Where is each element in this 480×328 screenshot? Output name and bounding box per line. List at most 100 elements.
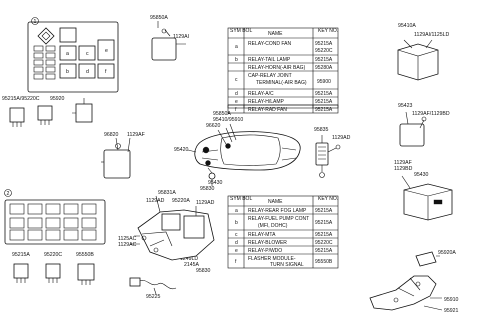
row-horn-name: RELAY-HORN(-AIR BAG) (248, 65, 306, 71)
slot-f (97, 63, 115, 79)
tb-row-f-name1: FLASHER MODULE- (248, 256, 296, 262)
label-95831A: 95831A (158, 190, 176, 196)
label-95921: 95921 (444, 308, 459, 314)
slot-b (59, 63, 77, 79)
sensor-95430 (207, 167, 216, 186)
tb-row-f-key: 95550B (315, 259, 333, 265)
label-1129AI-1125LD: 1129AI/1125LD (414, 32, 450, 38)
tb-row-a-name: RELAY-REAR FOG LAMP (248, 208, 307, 214)
th-key: KEY NO. (318, 28, 338, 34)
slot-letter-c: c (86, 51, 89, 57)
tb-row-c-sym: c (235, 232, 238, 238)
label-95225: 95225 (146, 294, 161, 300)
tb-row-b-sym: b (235, 220, 238, 226)
label-95910: 95910 (444, 297, 459, 303)
row-f-sym: f (235, 107, 237, 113)
slot-c (78, 45, 96, 61)
slot-a (59, 45, 77, 61)
ref-circle-2-label: 2 (7, 191, 10, 197)
label-95220C-b: 95220C (44, 252, 62, 258)
label-1129AF-1129BD: 1129AF/1129BD (412, 111, 450, 117)
tb-row-f-name2: TURN SIGNAL (270, 262, 304, 268)
label-1129AD-b: 1129AD (196, 200, 215, 206)
parts-table-top: SYM BOL NAME KEY NO. a RELAY-COND FAN 95… (227, 27, 339, 114)
tb-th-key: KEY NO. (318, 196, 338, 202)
relay-cube-right (72, 98, 93, 123)
relay-cube-left (9, 107, 25, 127)
label-1129BD: 1129BD (394, 166, 413, 172)
slot-letter-b: b (66, 69, 69, 75)
tb-row-d-sym: d (235, 240, 238, 246)
ref-circle-1-label: 1 (34, 19, 37, 25)
tb-row-b-name2: (MFI, DOHC) (258, 223, 288, 229)
label-95430: 95430 (208, 180, 223, 186)
label-1129AF-right: 1129AF (394, 160, 412, 166)
slot-letter-e: e (105, 48, 108, 54)
label-95550B-b: 95550B (76, 252, 94, 258)
label-1249LD: 1249LD (180, 256, 198, 262)
slot-c2 (97, 39, 115, 61)
tb-row-b-name1: RELAY-FUEL PUMP CONT (248, 216, 309, 222)
label-95423: 95423 (398, 103, 413, 109)
label-95850A: 95850A (150, 15, 168, 21)
tb-row-c-name: RELAY-MTA (248, 232, 276, 238)
slot-letter-d: d (86, 69, 89, 75)
tb-row-e-key: 95215A (315, 248, 333, 254)
label-1129AF: 1129AF (127, 132, 145, 138)
label-2145A: 2145A (184, 262, 200, 268)
row-c-key: 95900 (317, 79, 331, 85)
label-95420: 95420 (174, 147, 189, 153)
row-a-key1: 95215A (315, 41, 333, 47)
row-f-key: 95215A (315, 107, 333, 113)
row-a-name: RELAY-COND FAN (248, 41, 291, 47)
ref-circle-2 (4, 189, 12, 197)
relay-cube-mid (37, 105, 53, 125)
row-horn-key: 95280A (315, 65, 333, 71)
tb-row-c-key: 95215A (315, 232, 333, 238)
tb-th-name: NAME (268, 199, 283, 205)
row-d-key: 95215A (315, 91, 333, 97)
tb-row-a-sym: a (235, 208, 238, 214)
label-95835: 95835 (314, 127, 329, 133)
unit-95835 (315, 135, 341, 178)
tb-row-f-sym: f (235, 259, 237, 265)
car-body-outline (194, 123, 301, 171)
relay-cube-b1 (13, 263, 29, 283)
row-e-sym: e (235, 99, 238, 105)
label-95220A: 95220A (172, 198, 190, 204)
row-d-sym: d (235, 91, 238, 97)
relay-95430 (401, 175, 453, 221)
label-95830-bottom: 95830 (196, 268, 211, 274)
tb-row-d-name: RELAY-BLOWER (248, 240, 287, 246)
tb-row-e-name: RELAY-P/WDO (248, 248, 282, 254)
slot-letter-a: a (66, 51, 69, 57)
row-e-key: 95215A (315, 99, 333, 105)
row-b-name: RELAY-TAIL LAMP (248, 57, 291, 63)
relay-box-bottom: 2 (4, 189, 106, 245)
label-95215A-b: 95215A (12, 252, 30, 258)
relay-95410A (397, 39, 439, 81)
label-95920A: 95920A (438, 250, 456, 256)
row-c-name2: TERMINAL(-AIR BAG) (256, 80, 307, 86)
label-1129AC: 1129AC (118, 242, 137, 248)
fuse-diamond-icon (37, 27, 55, 45)
relay-95850A (151, 21, 186, 61)
label-95830: 95830 (200, 186, 215, 192)
label-1129AI-top: 1129AI (173, 34, 189, 40)
relay-cube-b2 (45, 263, 61, 283)
row-b-key: 95215A (315, 57, 333, 63)
row-c-sym: c (235, 77, 238, 83)
row-b-sym: b (235, 57, 238, 63)
relay-96820 (101, 137, 131, 179)
label-95850A-mid: 95850A (213, 111, 231, 117)
row-d-name: RELAY-A/C (248, 91, 274, 97)
th-sym: SYM BOL (230, 28, 252, 34)
label-1129AD-a: 1129AD (146, 198, 165, 204)
label-95430-right: 95430 (414, 172, 429, 178)
relay-bracket-assembly (130, 195, 215, 261)
tb-row-e-sym: e (235, 248, 238, 254)
label-95410A: 95410A (398, 23, 416, 29)
th-name: NAME (268, 31, 283, 37)
row-a-sym: a (235, 44, 238, 50)
